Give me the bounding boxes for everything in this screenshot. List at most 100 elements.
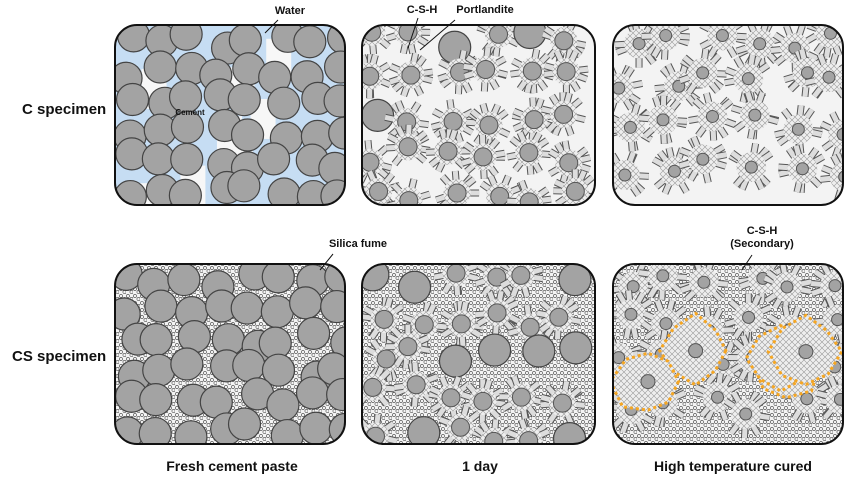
- panel-border: [612, 24, 844, 206]
- cement-core: [447, 183, 467, 203]
- panel-c-high-temp: [612, 24, 844, 206]
- portlandite-crystal: [613, 343, 615, 359]
- cement-core: [800, 392, 814, 406]
- cement-particle: [407, 416, 441, 444]
- portlandite-crystal: [362, 25, 370, 27]
- cement-core: [487, 267, 507, 287]
- cement-particle: [144, 289, 178, 323]
- cement-particle: [552, 422, 587, 444]
- cement-core: [838, 170, 843, 184]
- cement-particle: [227, 407, 262, 441]
- portlandite-crystal: [499, 448, 507, 458]
- cement-particle: [323, 84, 345, 118]
- portlandite-crystal: [520, 449, 525, 461]
- cement-core: [623, 120, 637, 134]
- cement-core: [511, 265, 531, 285]
- cement-core: [473, 147, 493, 167]
- panel-cs-1-day: [361, 263, 596, 461]
- cement-core: [369, 182, 389, 202]
- portlandite-crystal: [829, 25, 842, 29]
- cement-core: [519, 431, 539, 444]
- silica-fume-arrow: [319, 253, 334, 271]
- portlandite-crystal: [362, 433, 367, 442]
- cement-particle: [320, 289, 345, 324]
- cement-particle: [295, 376, 330, 410]
- cement-core: [362, 66, 380, 86]
- cement-particle: [138, 416, 172, 444]
- cement-core: [374, 309, 394, 329]
- portlandite-crystal: [833, 25, 843, 33]
- portlandite-crystal: [534, 448, 542, 458]
- cement-particle: [177, 320, 211, 354]
- cement-core: [451, 417, 471, 437]
- cement-core: [696, 152, 710, 166]
- cement-core: [711, 390, 725, 404]
- cement-core: [696, 66, 710, 80]
- cement-core: [401, 65, 421, 85]
- portlandite-crystal: [454, 264, 465, 266]
- cement-particle: [270, 418, 304, 444]
- portlandite-crystal: [374, 11, 378, 23]
- csh-shell: [829, 161, 843, 192]
- cement-core: [438, 141, 458, 161]
- cement-core: [479, 115, 499, 135]
- cement-particle: [330, 326, 345, 360]
- cement-core: [742, 310, 756, 324]
- cement-particle: [168, 178, 202, 205]
- annotation-csh-secondary: C-S-H(Secondary): [730, 225, 794, 251]
- cement-particle: [299, 411, 333, 444]
- cement-core: [398, 337, 418, 357]
- portlandite-crystal: [532, 449, 536, 461]
- cement-core: [362, 152, 380, 172]
- portlandite-crystal: [362, 25, 367, 30]
- cement-core: [524, 110, 544, 130]
- cement-core: [640, 374, 656, 390]
- cement-core: [565, 181, 585, 201]
- cement-core: [363, 377, 383, 397]
- panel-cs-high-temp: [612, 263, 844, 445]
- panel-border: [612, 263, 844, 445]
- cement-core: [831, 313, 843, 327]
- portlandite-crystal: [478, 448, 487, 457]
- cement-particle: [230, 291, 264, 325]
- cement-particle: [522, 334, 556, 368]
- cement-core: [705, 109, 719, 123]
- annotation-water: Water: [274, 5, 306, 17]
- cement-core: [489, 25, 509, 44]
- cement-core: [626, 280, 640, 294]
- cement-core: [656, 113, 670, 127]
- cement-core: [443, 112, 463, 132]
- cement-core: [739, 407, 753, 421]
- portlandite-crystal: [509, 204, 525, 205]
- cement-core: [376, 349, 396, 369]
- panel-cs-fresh: [114, 263, 346, 445]
- cement-particle: [170, 142, 204, 177]
- cement-core: [484, 431, 504, 444]
- row-label-c-specimen: C specimen: [22, 101, 107, 118]
- column-label-1-day: 1 day: [462, 458, 498, 474]
- cement-core: [398, 137, 418, 157]
- cement-core: [828, 279, 842, 293]
- cement-particle: [293, 25, 327, 59]
- cement-core: [398, 25, 418, 42]
- cement-core: [441, 388, 461, 408]
- cement-particle: [362, 98, 395, 132]
- portlandite-crystal: [497, 204, 507, 205]
- cement-particle: [323, 50, 345, 84]
- portlandite-crystal: [364, 443, 376, 444]
- cement-core: [559, 153, 579, 173]
- cement-core: [519, 192, 539, 205]
- annotation-csh-secondary-line1: C-S-H: [746, 225, 778, 237]
- cement-particle: [513, 25, 547, 50]
- cement-core: [780, 280, 794, 294]
- panel-border: [361, 263, 596, 445]
- cement-core: [549, 307, 569, 327]
- panel-border: [361, 24, 596, 206]
- cement-core: [520, 317, 540, 337]
- cement-particle: [266, 388, 300, 422]
- cement-particle: [438, 344, 473, 378]
- cement-particle: [261, 353, 296, 387]
- cement-particle: [297, 316, 331, 350]
- cement-core: [522, 61, 542, 81]
- annotation-csh: C-S-H: [406, 4, 438, 16]
